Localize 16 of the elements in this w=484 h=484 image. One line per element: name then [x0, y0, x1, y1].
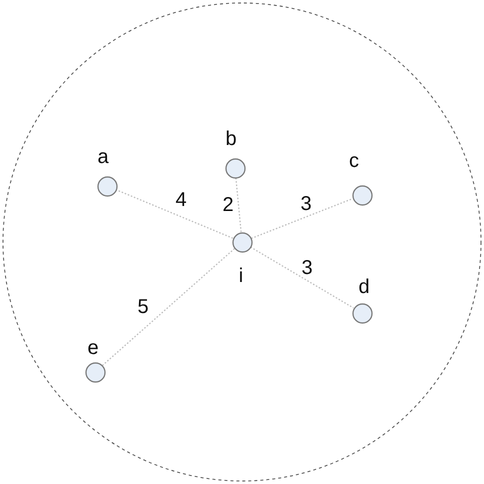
node-label: i	[238, 265, 244, 287]
connector	[116, 189, 234, 239]
edge-label: 3	[299, 193, 313, 215]
connector	[250, 246, 354, 308]
edge-label: 2	[221, 194, 235, 216]
connector	[102, 248, 235, 366]
node-label: a	[96, 146, 110, 168]
edge-label: 4	[174, 189, 188, 211]
edge-label: 3	[300, 257, 314, 279]
node-label: e	[86, 337, 100, 359]
edge-label: 5	[136, 296, 150, 318]
node-label: c	[348, 150, 360, 172]
connector	[235, 178, 242, 232]
node-label: b	[224, 128, 238, 150]
connector	[251, 198, 353, 239]
node-label: d	[357, 276, 371, 298]
